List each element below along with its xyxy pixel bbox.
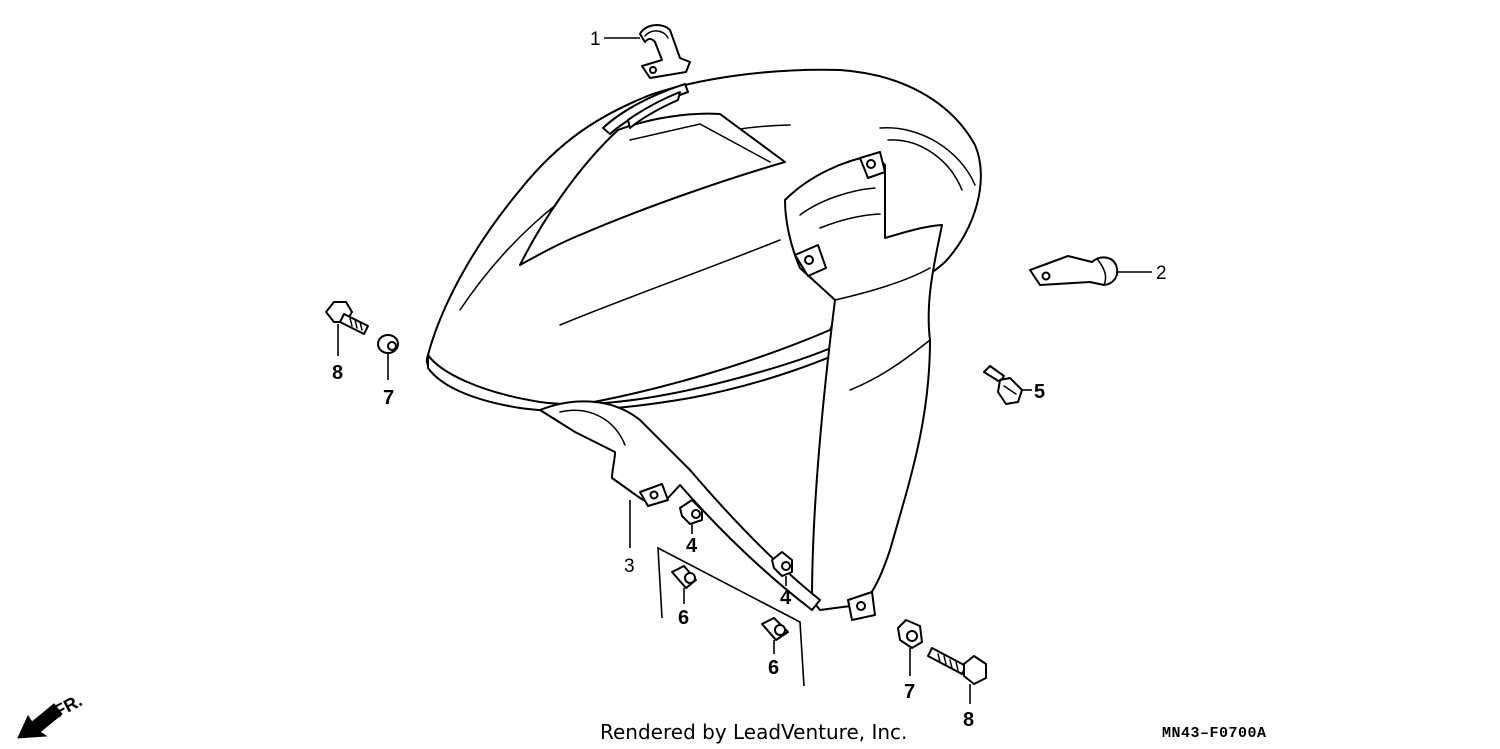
callout-5[interactable]: 5 <box>1034 381 1045 403</box>
callout-2[interactable]: 2 <box>1156 263 1167 284</box>
grommet-part-4-b[interactable] <box>771 551 793 577</box>
inner-fender-part-3[interactable] <box>539 400 821 611</box>
callout-6b[interactable]: 6 <box>768 657 779 679</box>
callout-4b[interactable]: 4 <box>780 587 792 609</box>
collar-part-6-b[interactable] <box>761 617 789 641</box>
fork-cover-section[interactable] <box>784 151 943 621</box>
clamp-part-2[interactable] <box>1029 255 1119 286</box>
grommet-part-4-a[interactable] <box>679 499 703 525</box>
callout-1[interactable]: 1 <box>590 29 601 50</box>
callout-3[interactable]: 3 <box>624 556 635 577</box>
render-credit: Rendered by LeadVenture, Inc. <box>600 720 907 744</box>
callout-7b[interactable]: 7 <box>904 681 915 703</box>
callout-4a[interactable]: 4 <box>686 535 698 557</box>
collar-part-6-a[interactable] <box>671 565 697 589</box>
bolt-part-8-right[interactable] <box>927 647 987 685</box>
clamp-part-1[interactable] <box>639 24 691 79</box>
callout-7a[interactable]: 7 <box>383 387 394 409</box>
callout-8b[interactable]: 8 <box>963 709 974 731</box>
front-fender[interactable] <box>425 68 982 412</box>
bolt-part-8-left[interactable] <box>325 301 369 335</box>
bolt-part-5[interactable] <box>983 365 1023 405</box>
washer-part-7-right[interactable] <box>897 619 923 649</box>
callout-6a[interactable]: 6 <box>678 607 689 629</box>
callout-8a[interactable]: 8 <box>332 362 343 384</box>
washer-part-7-left[interactable] <box>377 334 399 354</box>
diagram-code: MN43–F0700A <box>1162 725 1267 742</box>
group-bracket-part-6 <box>657 546 805 687</box>
front-direction-indicator: FR. <box>17 690 85 739</box>
front-arrow-icon <box>17 703 63 739</box>
